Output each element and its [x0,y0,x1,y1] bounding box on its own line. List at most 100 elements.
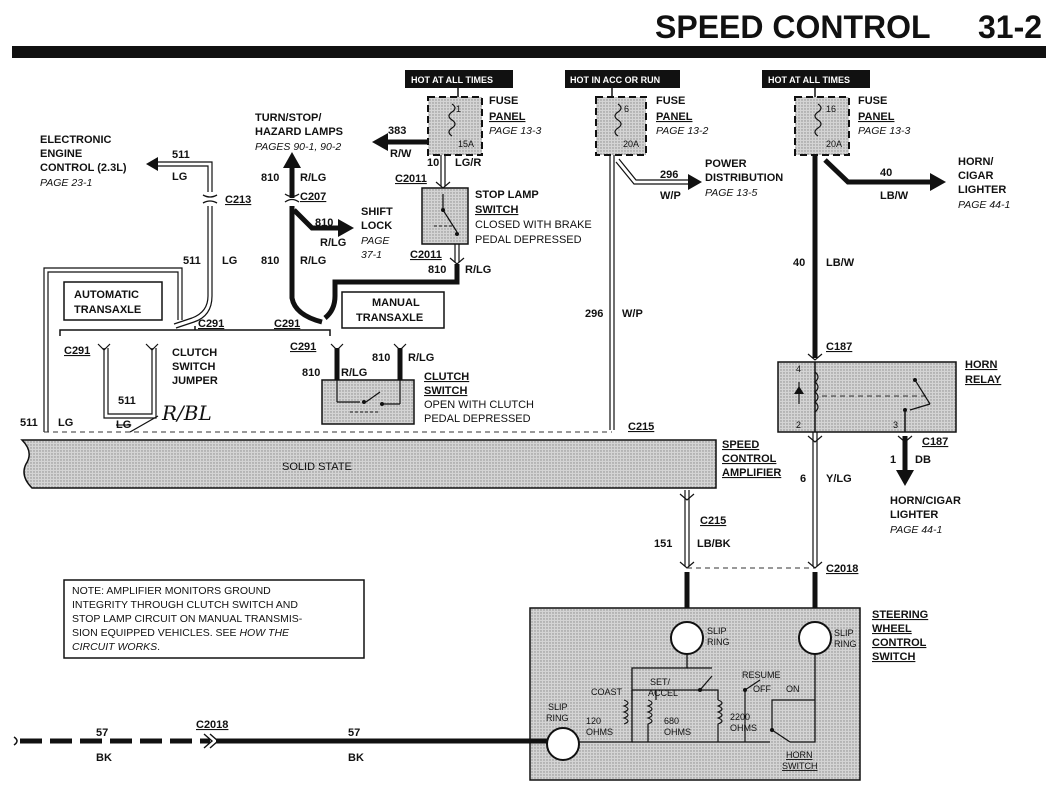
svg-text:CIRCUIT WORKS.: CIRCUIT WORKS. [72,641,160,653]
horn-switch-label: HORN [786,750,813,760]
wire-810-shift-lock [292,208,354,237]
stop-lamp-label: STOP LAMP [475,189,539,201]
wire-511-eec [146,157,218,329]
wire-color: R/LG [341,367,367,379]
turn-lamps-label: TURN/STOP/ [255,112,321,124]
coast-label: COAST [591,687,623,697]
wire-label: 57 [96,727,108,739]
svg-text:SLIP: SLIP [707,626,727,636]
wire-color: R/LG [408,352,434,364]
steering-label-2: WHEEL [872,623,912,635]
svg-text:TRANSAXLE: TRANSAXLE [356,312,423,324]
fuse-1-label: FUSE [489,95,518,107]
page-title: SPEED CONTROL [655,9,931,45]
svg-text:2: 2 [796,420,801,430]
resistor-2200: 2200 [730,712,750,722]
wire-label: 296 [660,169,678,181]
wire-color: LG/R [455,157,481,169]
resistor-2200-unit: OHMS [730,723,757,733]
svg-text:3: 3 [893,420,898,430]
svg-text:511: 511 [118,395,136,407]
wire-color: R/LG [300,255,326,267]
fuse-1-label-2: PANEL [489,111,526,123]
wire-color: LG [172,171,187,183]
page-number: 31-2 [978,9,1042,45]
fuse-2-label: FUSE [656,95,685,107]
wire-color: R/LG [320,237,346,249]
amplifier-label-2: CONTROL [722,453,777,465]
svg-text:16: 16 [826,104,836,114]
svg-text:STOP LAMP CIRCUIT ON MANUAL TR: STOP LAMP CIRCUIT ON MANUAL TRANSMIS- [72,613,303,625]
wire-810-stop [323,244,465,320]
svg-text:SLIP: SLIP [834,628,854,638]
set-accel-label-2: ACCEL [648,688,678,698]
svg-text:MANUAL: MANUAL [372,297,420,309]
horn-cigar-page: PAGE 44-1 [958,199,1010,211]
connector-c187: C187 [922,436,948,448]
connector-c2018: C2018 [826,563,858,575]
hot-label-3: HOT AT ALL TIMES [762,70,870,88]
wire-label: 810 [261,255,279,267]
on-label: ON [786,684,800,694]
connector-mark [807,353,823,361]
connector-c215: C215 [628,421,654,433]
svg-text:RING: RING [834,639,857,649]
clutch-switch-desc: OPEN WITH CLUTCH [424,399,534,411]
shift-lock-label: SHIFT [361,206,393,218]
svg-text:RING: RING [707,637,730,647]
steering-label-3: CONTROL [872,637,927,649]
wire-label: 810 [428,264,446,276]
wire-color: W/P [660,190,681,202]
svg-text:INTEGRITY THROUGH CLUTCH SWITC: INTEGRITY THROUGH CLUTCH SWITCH AND [72,599,298,611]
horn-relay-label-2: RELAY [965,374,1002,386]
wire-label: 57 [348,727,360,739]
svg-text:HOT AT ALL TIMES: HOT AT ALL TIMES [411,75,493,85]
connector-c291: C291 [274,318,300,330]
wire-color: LB/W [880,190,909,202]
wire-label: 296 [585,308,603,320]
svg-text:HOT AT ALL TIMES: HOT AT ALL TIMES [768,75,850,85]
shift-lock-label-2: LOCK [361,220,392,232]
svg-text:HOT IN ACC OR RUN: HOT IN ACC OR RUN [570,75,660,85]
hot-label-1: HOT AT ALL TIMES [405,70,513,88]
wire-label: 10 [427,157,439,169]
resume-label: RESUME [742,670,781,680]
horn-cigar-bottom-label: HORN/CIGAR [890,495,961,507]
wire-label: 40 [793,257,805,269]
wire-383 [372,133,428,151]
svg-text:1: 1 [456,104,461,114]
horn-cigar-bottom-page: PAGE 44-1 [890,524,942,536]
svg-text:TRANSAXLE: TRANSAXLE [74,304,141,316]
connector-c213: C213 [225,194,251,206]
steering-wheel-control-switch: SLIP RING SLIP RING SLIP RING [529,607,861,781]
stop-lamp-desc-2: PEDAL DEPRESSED [475,234,582,246]
power-dist-label-2: DISTRIBUTION [705,172,783,184]
wire-color: R/W [390,148,412,160]
svg-text:4: 4 [796,364,801,374]
shift-lock-page: PAGE [361,235,390,247]
power-dist-label: POWER [705,158,747,170]
clutch-switch-label-2: SWITCH [424,385,467,397]
wire-color: R/LG [300,172,326,184]
resistor-120-unit: OHMS [586,727,613,737]
steering-label: STEERING [872,609,928,621]
fuse-2-label-2: PANEL [656,111,693,123]
clutch-switch [321,343,415,425]
horn-cigar-label-2: CIGAR [958,170,994,182]
off-label: OFF [753,684,771,694]
horn-cigar-bottom-label-2: LIGHTER [890,509,938,521]
wire-label: 40 [880,167,892,179]
horn-switch-label-2: SWITCH [782,761,818,771]
svg-text:SION EQUIPPED VEHICLES. SEE HO: SION EQUIPPED VEHICLES. SEE HOW THE [72,627,290,639]
wire-label: 1 [890,454,896,466]
stop-lamp-label-2: SWITCH [475,204,518,216]
clutch-switch-jumper: 511 [97,343,159,419]
connector-c207: C207 [300,191,326,203]
connector-c215: C215 [700,515,726,527]
shift-lock-page-2: 37-1 [361,249,382,261]
clutch-switch-label: CLUTCH [424,371,469,383]
hot-label-2: HOT IN ACC OR RUN [565,70,680,88]
fuse-3-label: FUSE [858,95,887,107]
wire-color: LG [222,255,237,267]
